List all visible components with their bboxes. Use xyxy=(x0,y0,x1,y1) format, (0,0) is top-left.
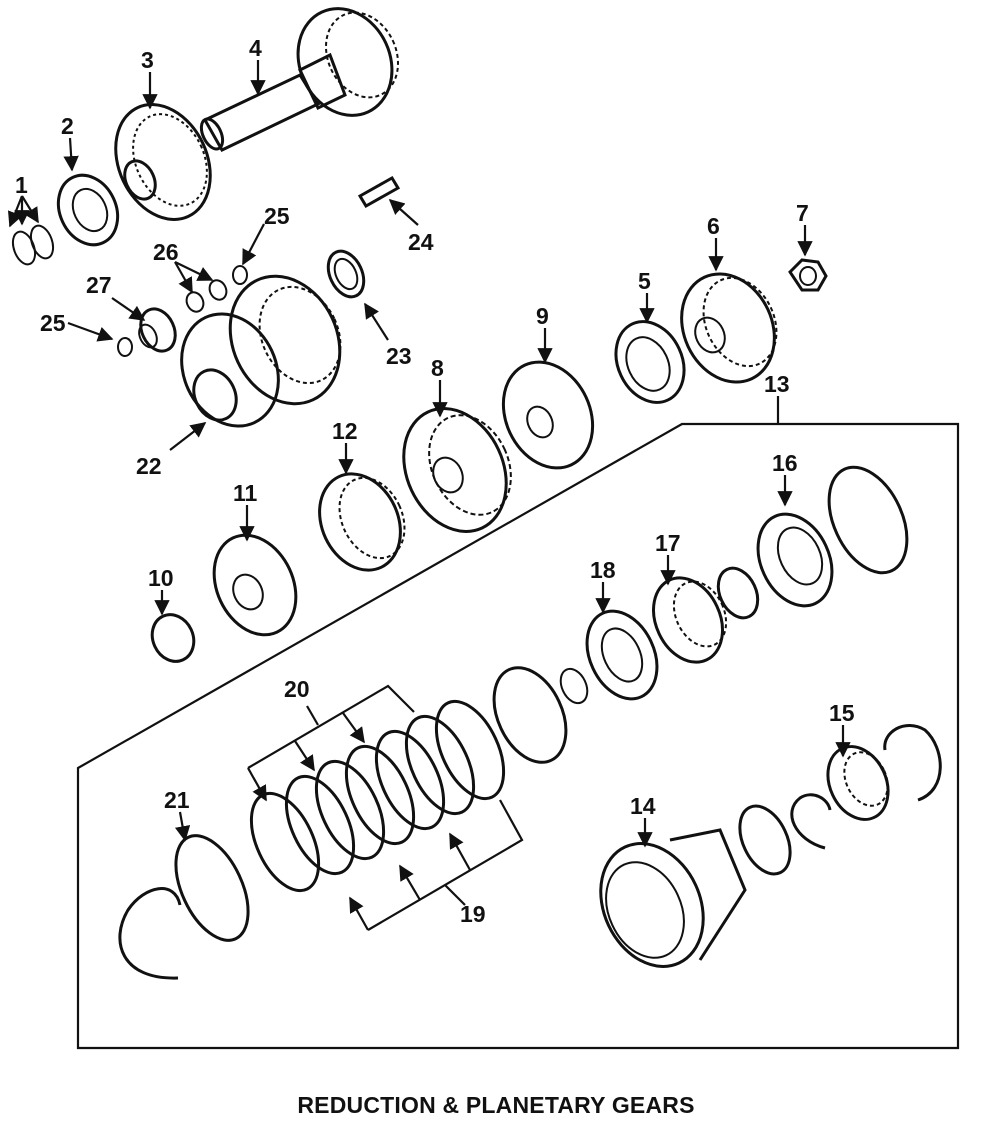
callout-1: 1 xyxy=(15,172,28,198)
callout-22: 22 xyxy=(136,453,162,479)
part-9-carrier xyxy=(501,360,595,470)
part-16-seal xyxy=(827,465,909,575)
callout-19: 19 xyxy=(460,901,486,927)
callout-14: 14 xyxy=(630,793,656,819)
callout-4: 4 xyxy=(249,35,262,61)
callout-26: 26 xyxy=(153,239,179,265)
part-5-bearing xyxy=(614,320,686,404)
part-14-ring-a xyxy=(738,804,792,876)
callout-23: 23 xyxy=(386,343,412,369)
callout-25-upper: 25 xyxy=(264,203,290,229)
callout-2: 2 xyxy=(61,113,74,139)
part-15-bearing xyxy=(826,745,890,821)
part-6-gear xyxy=(680,272,778,384)
callout-7: 7 xyxy=(796,200,809,226)
callout-15: 15 xyxy=(829,700,855,726)
callout-8: 8 xyxy=(431,355,444,381)
part-17-seal xyxy=(716,566,760,620)
part-26-pins xyxy=(185,279,228,313)
callout-25-lower: 25 xyxy=(40,310,66,336)
part-8-gear xyxy=(402,407,512,533)
callout-13: 13 xyxy=(764,371,790,397)
part-7-nut xyxy=(788,258,828,292)
diagram-caption: REDUCTION & PLANETARY GEARS xyxy=(297,1092,695,1118)
assembly-13-boundary xyxy=(76,422,960,1050)
callout-27: 27 xyxy=(86,272,112,298)
part-2-bearing xyxy=(56,173,120,247)
callout-24: 24 xyxy=(408,229,434,255)
callout-10: 10 xyxy=(148,565,174,591)
part-25-washer-lower xyxy=(117,337,133,357)
part-snap-ring-small xyxy=(559,667,589,705)
callout-6: 6 xyxy=(707,213,720,239)
part-3-gear xyxy=(114,103,212,221)
callout-11: 11 xyxy=(233,480,258,506)
part-11-sun-gear xyxy=(212,533,298,637)
part-23-washer xyxy=(326,249,366,299)
part-19-20-clutch-pack xyxy=(249,699,506,893)
part-14-drum xyxy=(599,828,747,968)
part-4-output-shaft xyxy=(199,7,399,152)
callout-17: 17 xyxy=(655,530,681,556)
part-21-plate xyxy=(174,834,250,942)
part-21-snap-ring xyxy=(118,887,182,980)
part-27-pinion xyxy=(138,307,177,353)
callout-5: 5 xyxy=(638,268,651,294)
callout-20: 20 xyxy=(284,676,310,702)
part-25-washer-upper xyxy=(232,265,248,285)
part-large-ring xyxy=(492,666,568,764)
callout-12: 12 xyxy=(332,418,358,444)
part-14-ring-b xyxy=(790,793,832,850)
part-24-pin xyxy=(357,175,401,209)
part-22-planet-carrier xyxy=(180,274,342,428)
part-12-bearing xyxy=(318,472,406,572)
leader-lines xyxy=(7,60,851,931)
callout-9: 9 xyxy=(536,303,549,329)
part-1-snap-rings xyxy=(11,224,55,266)
callout-labels: 1 2 3 4 5 6 7 8 9 10 11 12 13 14 15 16 1… xyxy=(15,35,855,927)
part-16-piston xyxy=(756,512,834,608)
callout-16: 16 xyxy=(772,450,798,476)
part-10-gear xyxy=(150,613,196,663)
callout-18: 18 xyxy=(590,557,616,583)
callout-21: 21 xyxy=(164,787,190,813)
part-15-snap-ring xyxy=(883,724,942,802)
callout-3: 3 xyxy=(141,47,154,73)
